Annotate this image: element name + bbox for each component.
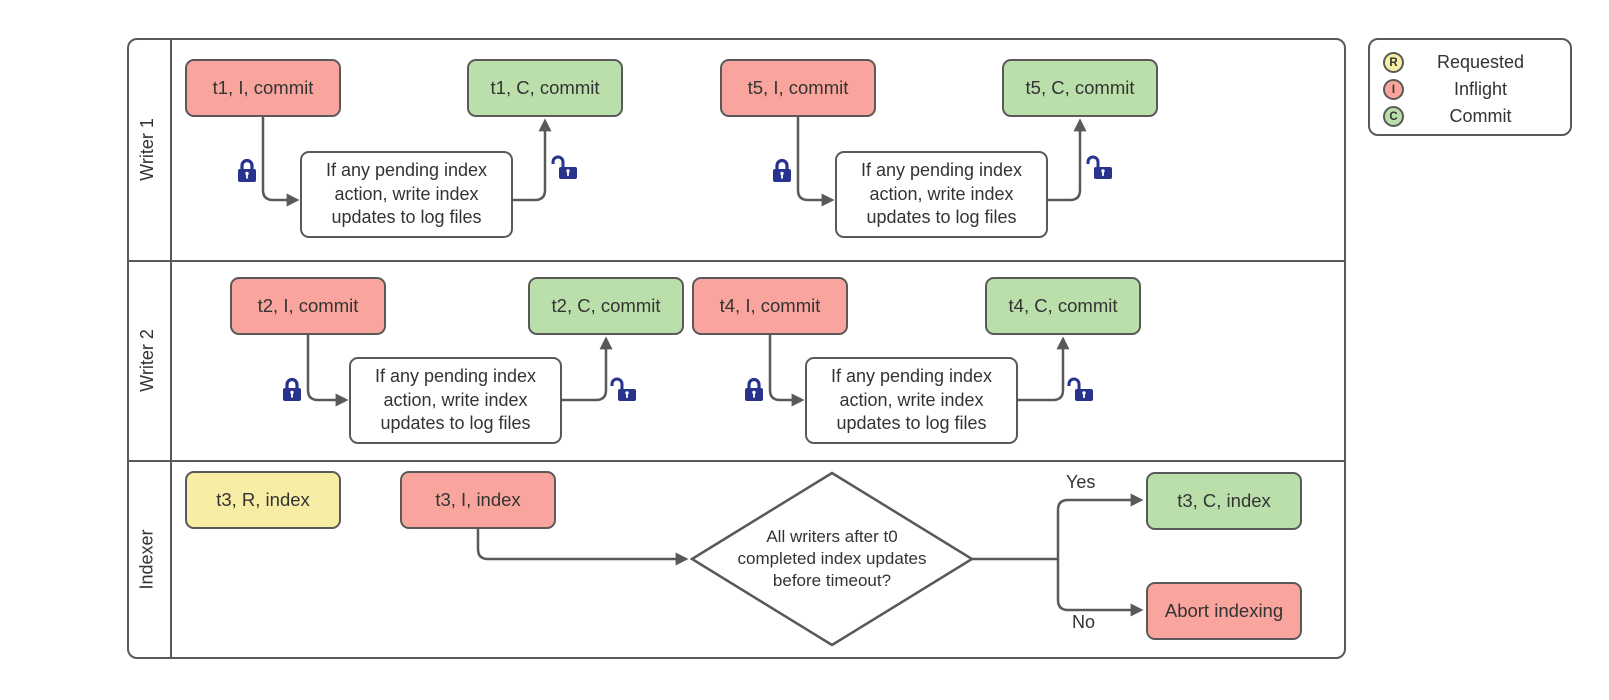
requested-badge-icon: R [1383, 52, 1404, 73]
inflight-badge-icon: I [1383, 79, 1404, 100]
node-t1-commit: t1, C, commit [467, 59, 623, 117]
node-t4-inflight: t4, I, commit [692, 277, 848, 335]
no-label: No [1072, 612, 1096, 632]
node-t3-commit: t3, C, index [1146, 472, 1302, 530]
node-abort-indexing: Abort indexing [1146, 582, 1302, 640]
node-t3-inflight: t3, I, index [400, 471, 556, 529]
closed-lock-icon [745, 377, 763, 401]
node-process-writer2-b: If any pending index action, write index… [805, 357, 1018, 444]
connector-t3-inflight-to-decision [476, 529, 689, 566]
legend-label-commit: Commit [1449, 106, 1512, 126]
node-t1-inflight: t1, I, commit [185, 59, 341, 117]
open-lock-icon [610, 377, 636, 401]
connector-t4-inflight-to-process [768, 335, 805, 407]
connector-process-to-t1-commit [513, 118, 552, 202]
decision-text: All writers after t0 completed index upd… [737, 527, 927, 591]
node-t3-requested: t3, R, index [185, 471, 341, 529]
open-lock-icon [551, 155, 577, 179]
node-t2-commit: t2, C, commit [528, 277, 684, 335]
lane-divider-1 [129, 259, 1344, 262]
node-t4-commit: t4, C, commit [985, 277, 1141, 335]
node-t5-commit: t5, C, commit [1002, 59, 1158, 117]
closed-lock-icon [238, 158, 256, 182]
connector-process-to-t2-commit [562, 336, 613, 402]
swimlane-frame [127, 38, 1346, 659]
commit-badge-icon: C [1383, 106, 1404, 127]
yes-label: Yes [1066, 472, 1096, 492]
connector-t1-inflight-to-process [261, 117, 300, 207]
legend-label-inflight: Inflight [1453, 79, 1508, 99]
decision-diamond [689, 471, 975, 647]
connector-yes-branch [1056, 493, 1144, 559]
connector-process-to-t4-commit [1018, 336, 1070, 402]
connector-process-to-t5-commit [1048, 118, 1087, 202]
lane-title-divider [170, 40, 172, 657]
node-process-writer2-a: If any pending index action, write index… [349, 357, 562, 444]
closed-lock-icon [283, 377, 301, 401]
connector-no-branch [1056, 559, 1144, 617]
node-process-writer1-a: If any pending index action, write index… [300, 151, 513, 238]
legend-row-requested: R Requested [1370, 49, 1570, 76]
connector-t5-inflight-to-process [796, 117, 835, 207]
connector-t2-inflight-to-process [306, 335, 349, 407]
legend-row-inflight: I Inflight [1370, 76, 1570, 103]
lane-divider-2 [129, 459, 1344, 462]
open-lock-icon [1086, 155, 1112, 179]
open-lock-icon [1067, 377, 1093, 401]
node-t2-inflight: t2, I, commit [230, 277, 386, 335]
node-t5-inflight: t5, I, commit [720, 59, 876, 117]
legend-row-commit: C Commit [1370, 103, 1570, 130]
legend-label-requested: Requested [1436, 52, 1525, 72]
legend: R Requested I Inflight C Commit [1368, 38, 1572, 136]
closed-lock-icon [773, 158, 791, 182]
node-process-writer1-b: If any pending index action, write index… [835, 151, 1048, 238]
